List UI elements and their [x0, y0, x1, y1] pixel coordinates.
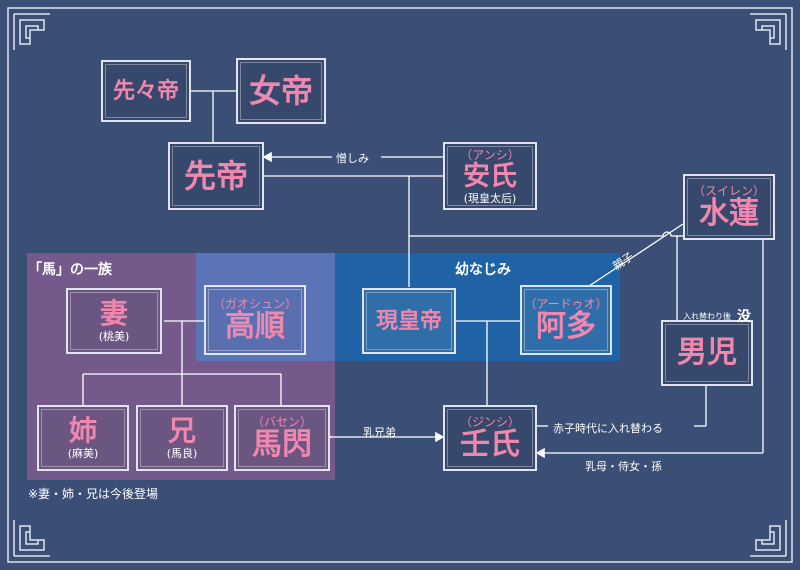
person-tsuma: 妻 (桃美) — [66, 288, 162, 354]
person-name: 阿多 — [536, 309, 596, 344]
person-name: 先帝 — [183, 157, 248, 195]
person-name: 水蓮 — [699, 196, 759, 231]
parent-child-line — [582, 223, 684, 291]
person-reading: （アードゥオ） — [524, 297, 608, 311]
milk-sibling-label: 乳兄弟 — [363, 426, 396, 439]
person-name: 女帝 — [248, 72, 313, 110]
person-name: 妻 — [99, 297, 128, 330]
person-jotei: 女帝 — [236, 58, 326, 124]
hatred-label: 憎しみ — [336, 152, 369, 165]
person-genkoutei: 現皇帝 — [362, 288, 456, 354]
person-name: 壬氏 — [460, 427, 520, 462]
person-note: (馬良) — [166, 447, 198, 460]
person-name: 姉 — [68, 414, 97, 447]
person-sentei: 先帝 — [168, 142, 264, 210]
person-gaoshun: （ガオシュン） 高順 — [204, 285, 306, 355]
danji-note: 入れ替わり後 — [683, 312, 731, 321]
person-senshoutei: 先々帝 — [101, 60, 191, 122]
person-name: 安氏 — [463, 160, 517, 192]
uma-clan-label: 「馬」の一族 — [28, 262, 112, 278]
danji-deceased-mark: 没 — [737, 309, 751, 325]
person-reading: （ジンシ） — [459, 415, 520, 429]
corner-ornaments — [7, 7, 793, 563]
person-anshi: （アンシ） 安氏 (現皇太后) — [443, 142, 537, 210]
footnote: ※妻・姉・兄は今後登場 — [28, 487, 159, 501]
person-ani: 兄 (馬良) — [136, 405, 228, 471]
person-name: 男児 — [677, 335, 737, 370]
nursemaid-label: 乳母・侍女・孫 — [585, 460, 662, 473]
person-reading: （バセン） — [251, 415, 312, 429]
person-reading: （ガオシュン） — [212, 297, 297, 311]
person-adoo: （アードゥオ） 阿多 — [520, 285, 612, 355]
person-name: 現皇帝 — [375, 308, 442, 334]
person-danji: 男児 — [661, 320, 753, 386]
person-note: (桃美) — [98, 330, 130, 343]
person-reading: （アンシ） — [460, 147, 520, 162]
person-name: 先々帝 — [112, 78, 179, 104]
person-jinshi: （ジンシ） 壬氏 — [443, 405, 537, 471]
person-suiren: （スイレン） 水蓮 — [683, 174, 775, 240]
person-name: 高順 — [225, 309, 285, 344]
person-name: 兄 — [167, 414, 196, 447]
swap-label: 赤子時代に入れ替わる — [553, 422, 663, 435]
person-ane: 姉 (麻美) — [37, 405, 129, 471]
person-note: (現皇太后) — [463, 191, 517, 205]
person-name: 馬閃 — [252, 427, 312, 462]
person-basen: （バセン） 馬閃 — [234, 405, 330, 471]
person-reading: （スイレン） — [692, 184, 765, 198]
person-note: (麻美) — [67, 447, 99, 460]
childhood-friends-label: 幼なじみ — [455, 262, 511, 278]
